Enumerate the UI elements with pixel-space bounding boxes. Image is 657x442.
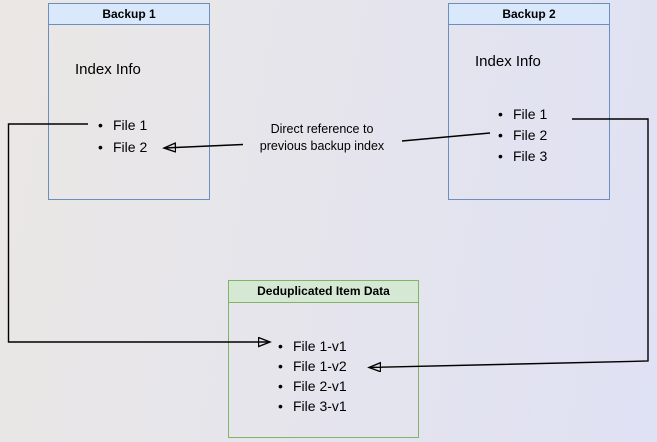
backup1-file-list: File 1 File 2 <box>96 114 147 158</box>
list-item-label: File 2-v1 <box>293 378 347 394</box>
backup1-title: Backup 1 <box>49 4 209 25</box>
dedup-file-list: File 1-v1 File 1-v2 File 2-v1 File 3-v1 <box>276 336 347 416</box>
backup1-box: Backup 1 <box>48 3 210 200</box>
list-item: File 1-v2 <box>276 356 347 376</box>
list-item-label: File 1-v1 <box>293 338 347 354</box>
list-item: File 3 <box>496 145 547 166</box>
list-item: File 1-v1 <box>276 336 347 356</box>
list-item: File 1 <box>96 114 147 136</box>
backup2-title: Backup 2 <box>449 4 609 25</box>
backup1-index-info-label: Index Info <box>75 61 141 78</box>
connector-annotation: Direct reference to previous backup inde… <box>232 121 412 155</box>
list-item: File 3-v1 <box>276 396 347 416</box>
dedup-title: Deduplicated Item Data <box>229 281 418 303</box>
list-item-label: File 2 <box>113 139 148 155</box>
list-item-label: File 1-v2 <box>293 358 347 374</box>
backup2-index-info-label: Index Info <box>475 53 541 70</box>
list-item: File 1 <box>496 103 547 124</box>
list-item-label: File 3-v1 <box>293 398 347 414</box>
list-item-label: File 3 <box>513 147 548 164</box>
backup2-box: Backup 2 <box>448 3 610 200</box>
annotation-line-1: Direct reference to <box>270 122 374 136</box>
list-item: File 2-v1 <box>276 376 347 396</box>
list-item-label: File 2 <box>513 126 548 143</box>
list-item-label: File 1 <box>113 117 148 133</box>
list-item: File 2 <box>96 136 147 158</box>
list-item: File 2 <box>496 124 547 145</box>
backup2-file-list: File 1 File 2 File 3 <box>496 103 547 166</box>
list-item-label: File 1 <box>513 105 548 122</box>
annotation-line-2: previous backup index <box>259 139 385 153</box>
